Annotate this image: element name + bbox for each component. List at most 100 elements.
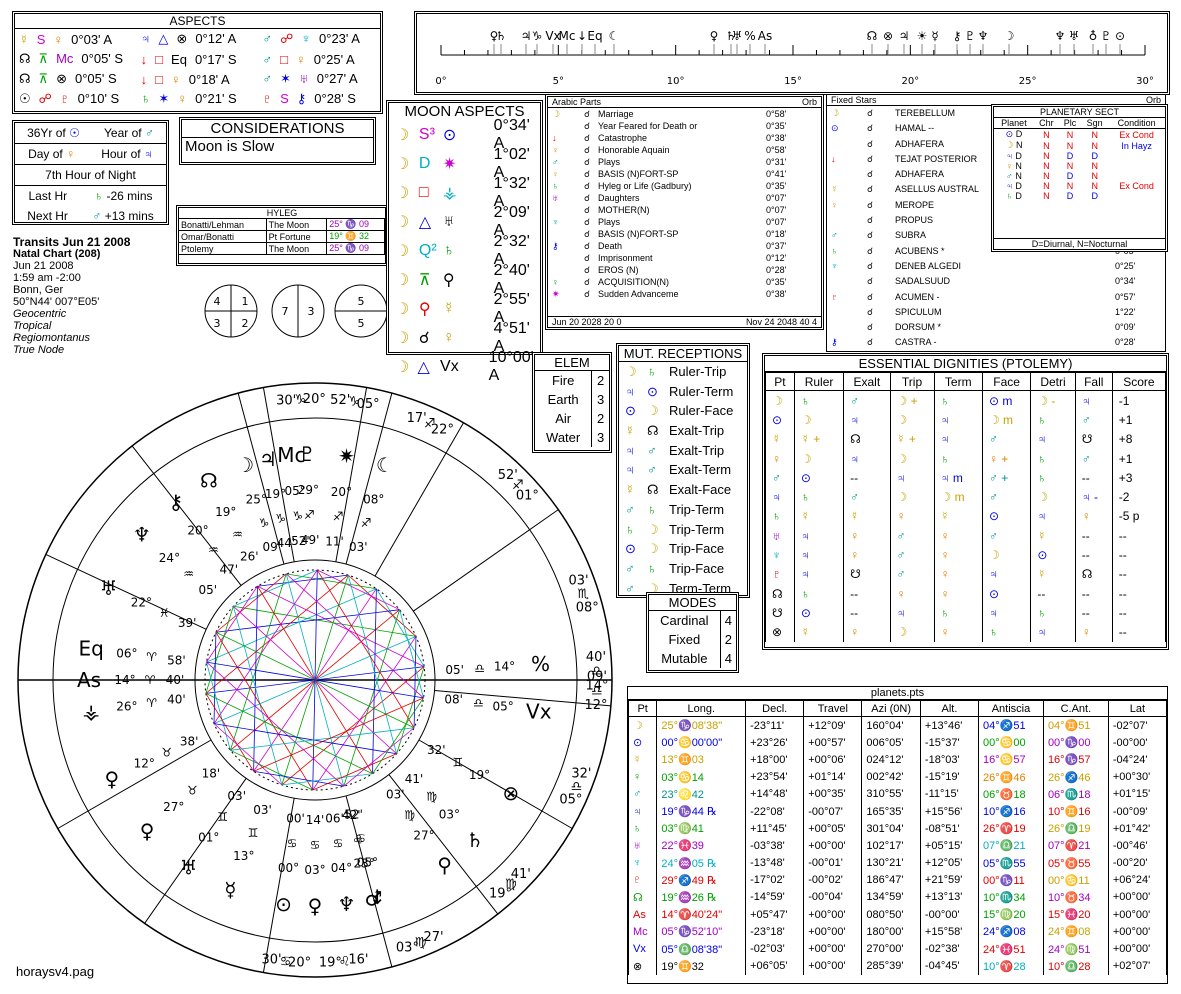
fixed-star-row: ☽☌TEREBELLUM — [827, 106, 1165, 121]
dignity-cell: ♃ — [843, 410, 891, 430]
timeline-tick-label: 5° — [553, 76, 564, 87]
wheel-planet-position: 13° — [233, 849, 254, 863]
planet-cell: 19°♒26 ℞ — [656, 888, 747, 907]
dignity-cell: ♀ — [1074, 622, 1113, 642]
chart-location: Bonn, Ger — [13, 284, 64, 296]
arabic-part-name: EROS (N) — [598, 265, 639, 275]
moon-aspect-glyph: ⚶ — [442, 184, 457, 202]
planet-cell: 24°♊08 — [1042, 923, 1109, 941]
dignities-row: ♆♃♀♂♀☽⊙---- — [765, 545, 1167, 565]
wheel-planet-position: ♒ — [183, 567, 194, 581]
aspect-line — [285, 573, 424, 699]
aspect-orb: 0°03' A — [71, 31, 113, 47]
planet-cell: 134°59' — [861, 888, 921, 907]
mut-title: MUT. RECEPTIONS — [619, 346, 747, 362]
dignity-cell: ♃ — [889, 603, 935, 623]
planet-cell: 10°♎28 — [1042, 957, 1109, 975]
elem-cell: 3 — [597, 392, 605, 407]
mut-reception-type: Exalt-Trip — [669, 423, 725, 439]
sect-cell: N — [1043, 171, 1050, 181]
planet-cell: 05°♉55 — [1042, 854, 1109, 872]
wheel-planet-glyph: Eq — [79, 637, 104, 661]
house-cusp — [262, 798, 295, 973]
arabic-part-glyph: ♀ — [552, 169, 559, 179]
planet-cell: +23°54' — [745, 768, 805, 786]
aspect-glyph: ♀ — [177, 91, 188, 106]
wheel-planet-position: 52' — [344, 808, 363, 822]
dignity-cell: ♄ — [793, 487, 845, 507]
considerations-title: CONSIDERATIONS — [182, 120, 373, 138]
fixed-stars-orb-header: Orb — [1145, 95, 1161, 105]
fixed-star-name: HAMAL -- — [895, 123, 935, 134]
wheel-planet-position: 03' — [253, 803, 272, 817]
aspect-row: ☊⊼⊗0°05' S↓□♀0°18' A♂✶♅0°27' A — [15, 69, 380, 89]
dignity-cell: ♃ — [981, 564, 1032, 584]
conjunction-icon: ☌ — [867, 276, 874, 287]
dignity-cell: ⊙ — [981, 506, 1032, 527]
arabic-part-glyph — [552, 120, 584, 132]
elem-cell: 2 — [597, 373, 605, 388]
wheel-planet-glyph: ♀ — [140, 819, 155, 843]
wheel-planet-position: 03' — [386, 788, 405, 802]
dignity-cell: ♂ — [1074, 448, 1113, 469]
arabic-part-orb: 0°58' — [766, 109, 787, 119]
hyleg-cell: The Moon — [266, 219, 328, 231]
timeline-glyph: ♆ — [978, 29, 989, 43]
wheel-planet-position: 27° — [413, 829, 434, 843]
chart-title: Transits Jun 21 2008 — [13, 235, 131, 249]
moon-aspect-glyph: Q² — [418, 241, 437, 259]
aspect-cell: ♇S⚷0°28' S — [258, 91, 380, 107]
wheel-planet-position: 14° — [114, 673, 135, 687]
moon-aspect-row: ☽□⚶1°32' A — [389, 175, 540, 210]
wheel-planet-position: 19° — [469, 768, 490, 782]
dignity-score: -5 p — [1111, 506, 1167, 527]
modes-cell: Fixed — [649, 630, 721, 649]
sect-cell: N — [1091, 129, 1098, 140]
aspect-line — [233, 605, 417, 637]
planet-cell: +23°26' — [745, 734, 805, 752]
planet-cell: +00°00' — [1107, 888, 1168, 907]
timeline-glyph: ♇ — [965, 29, 976, 43]
arabic-part-orb: 0°38' — [766, 133, 787, 143]
wheel-planet-position: 00° — [278, 861, 299, 875]
moon-aspect-glyph: ♅ — [442, 212, 455, 230]
planet-row: ♆24°♒05 ℞-13°48'-00°01'130°21'+12°05'05°… — [627, 854, 1168, 872]
wheel-cusp-label: 20° — [288, 956, 311, 971]
planet-cell: +00°35' — [803, 785, 863, 803]
dignity-cell: ☽ — [765, 390, 795, 411]
fixed-star-row: ☌PROPUS — [827, 213, 1165, 228]
timeline-glyph: ♃ — [899, 29, 910, 43]
planet-cell: 301°04' — [861, 820, 921, 838]
aspect-glyph: ♄ — [140, 91, 151, 106]
fixed-stars-title: Fixed Stars — [831, 95, 877, 105]
sect-cell: N — [1043, 191, 1050, 201]
sect-cell — [1108, 151, 1165, 161]
moon-aspects-title: MOON ASPECTS — [404, 103, 525, 120]
planet-glyph: ☊ — [627, 888, 658, 907]
mars-icon: ♂ — [144, 126, 154, 140]
moon-aspect-glyph: ☽ — [395, 213, 410, 231]
planet-cell: -13°48' — [745, 854, 805, 872]
wheel-cusp-label: ♐ — [512, 478, 524, 493]
dignity-score: -- — [1111, 526, 1167, 546]
planet-cell: 006°05' — [861, 734, 921, 752]
moon-aspect-glyph: ☽ — [395, 329, 410, 347]
house-cusp — [45, 554, 207, 630]
planet-glyph: ♄ — [627, 820, 658, 838]
planet-cell: +06°05' — [745, 957, 805, 975]
dignity-cell: ♃ — [1030, 622, 1076, 642]
planets-header: Alt. — [919, 700, 980, 717]
moon-aspect-row: ☽△♅2°09' A — [389, 204, 540, 239]
sect-cell: N — [1066, 181, 1074, 191]
moon-aspect-row: ☽⊼⚲2°40' A — [389, 262, 540, 297]
dignity-cell: ☽ — [889, 487, 935, 507]
